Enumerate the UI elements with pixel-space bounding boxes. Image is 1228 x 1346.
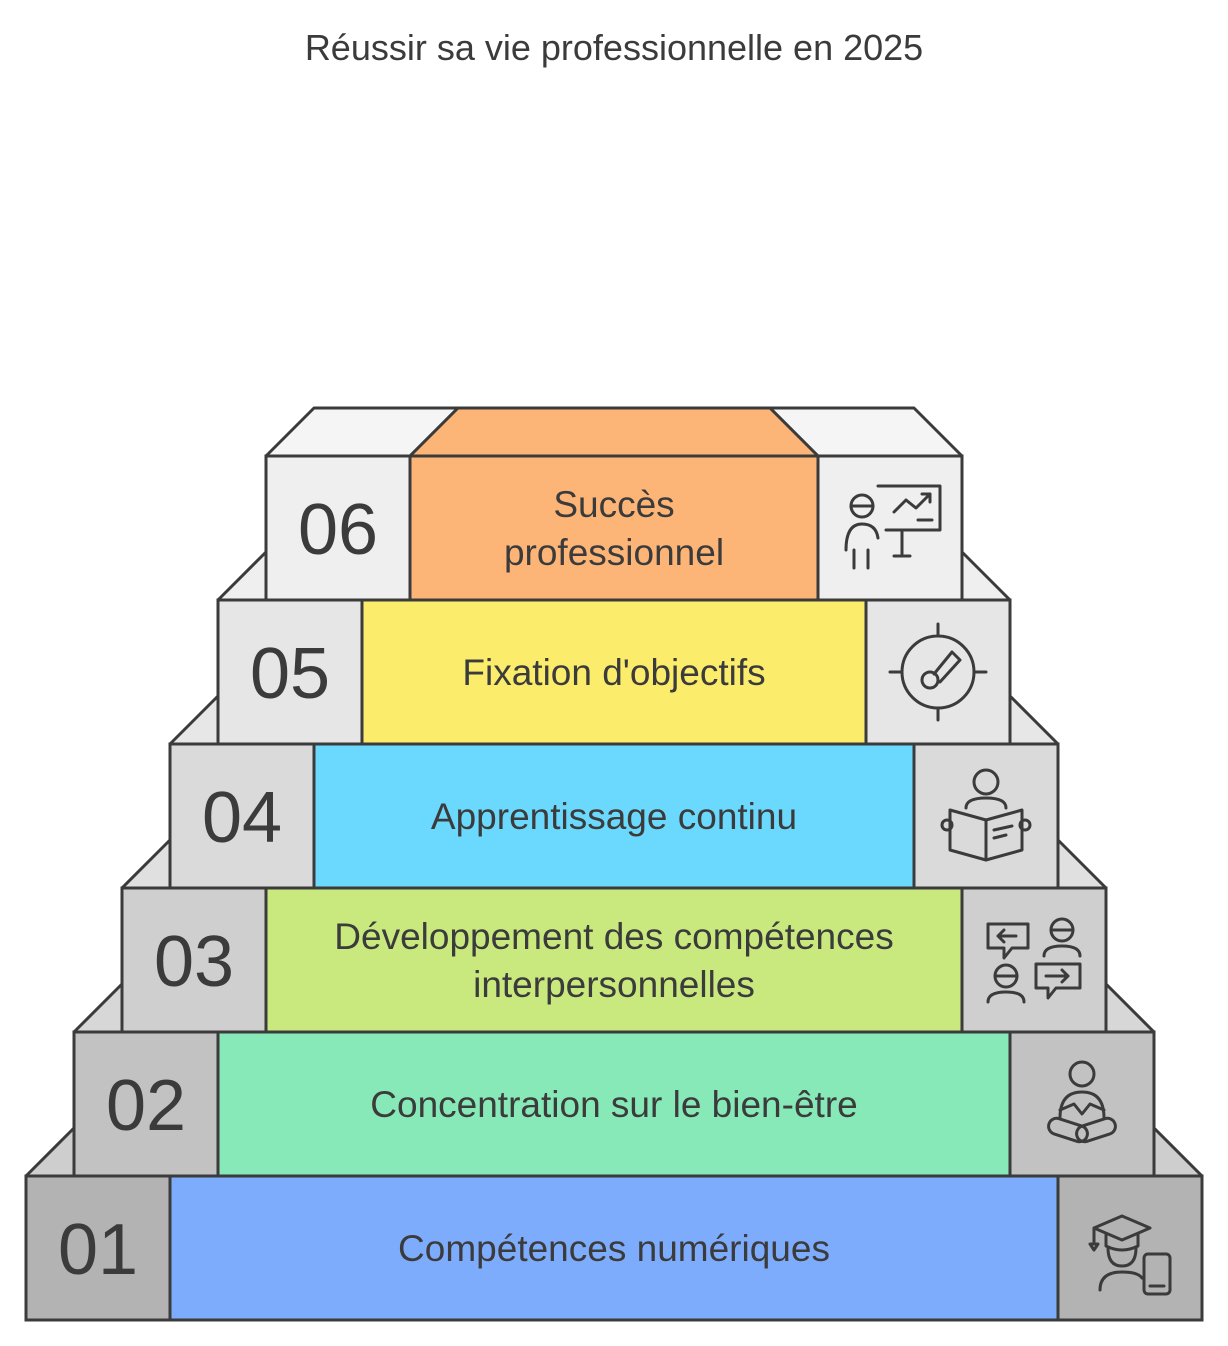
step-icon-block [1008, 1030, 1156, 1178]
step-main-face [216, 1030, 1012, 1178]
step-label-line: Développement des compétences [334, 916, 893, 957]
step-icon-block [960, 886, 1108, 1034]
step-06: 06 Succès professionnel [264, 406, 964, 602]
graduate-with-phone-icon [1088, 1214, 1172, 1296]
step-main-face [408, 454, 820, 602]
step-label-line: Fixation d'objectifs [462, 652, 765, 693]
step-number-block [264, 454, 412, 602]
conversation-icon [986, 917, 1082, 1004]
step-number-block [24, 1174, 172, 1322]
step-number: 04 [202, 778, 282, 858]
step-label-line: Succès [553, 484, 674, 525]
step-main-face [168, 1174, 1060, 1322]
step-top-face [408, 406, 820, 458]
steps-group: 01 Compétences numériques 02 Concentration … [24, 406, 1204, 1322]
step-number: 02 [106, 1066, 186, 1146]
meditation-icon [1047, 1060, 1117, 1144]
step-icon-block [864, 598, 1012, 746]
step-label-line: Apprentissage continu [431, 796, 797, 837]
step-number: 05 [250, 634, 330, 714]
step-label-line: Concentration sur le bien-être [370, 1084, 857, 1125]
step-number: 01 [58, 1210, 138, 1290]
step-number: 03 [154, 922, 234, 1002]
presentation-icon [844, 484, 942, 570]
diagram-title: Réussir sa vie professionnelle en 2025 [305, 27, 923, 68]
target-icon [888, 622, 988, 722]
step-main-face [264, 886, 964, 1034]
step-icon-block [816, 454, 964, 602]
step-label-line: interpersonnelles [473, 964, 755, 1005]
step-label-line: Compétences numériques [398, 1228, 830, 1269]
step-number-block [120, 886, 268, 1034]
reading-person-icon [940, 768, 1032, 862]
step-number: 06 [298, 490, 378, 570]
step-icon-block [912, 742, 1060, 890]
step-label-line: professionnel [504, 532, 724, 573]
